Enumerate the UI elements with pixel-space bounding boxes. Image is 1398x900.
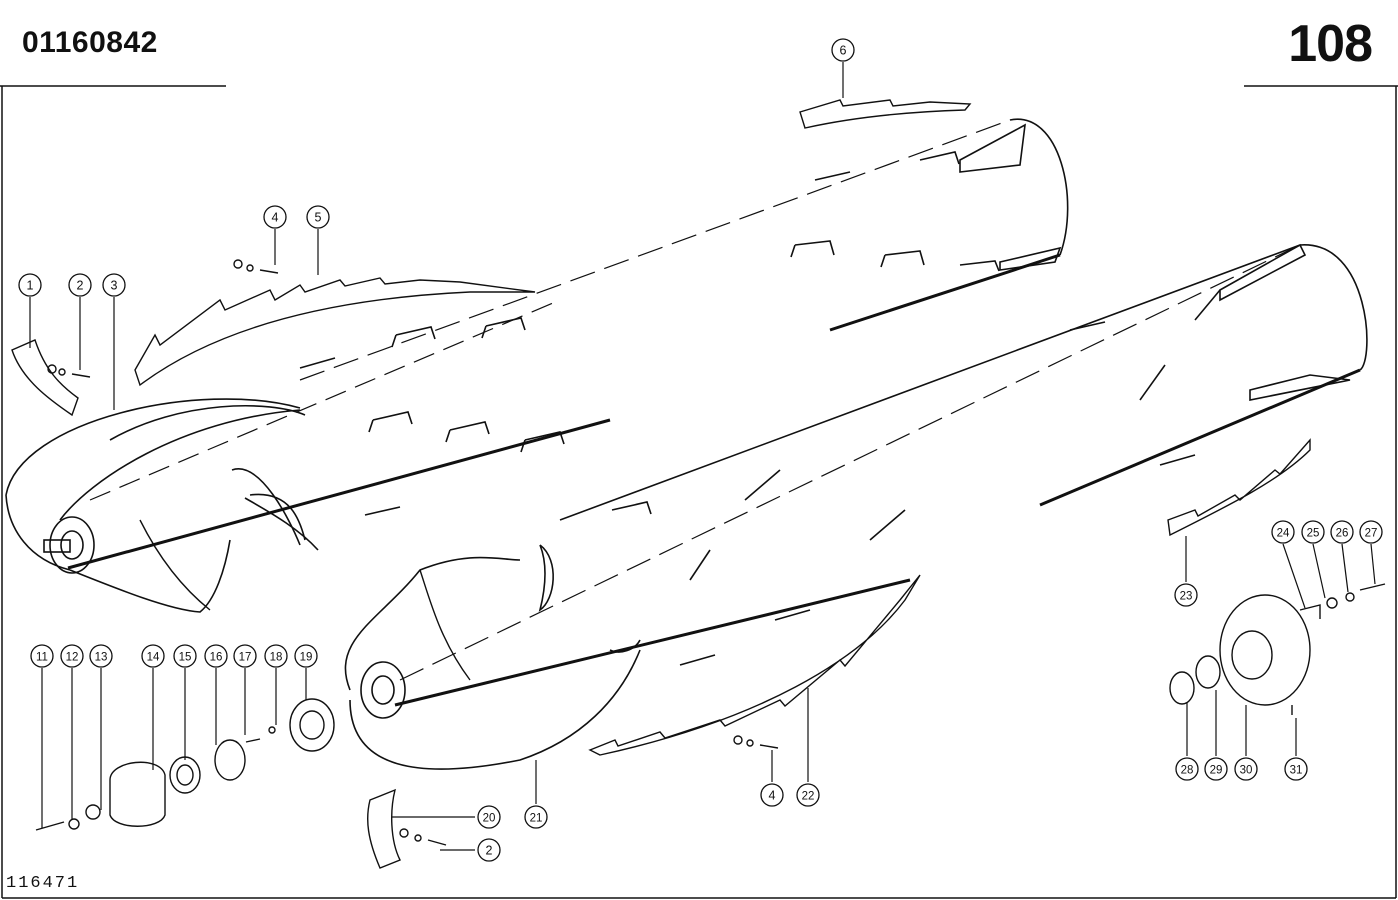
callout-c13: 13 (89, 644, 113, 668)
callout-circle (477, 805, 501, 829)
callout-circle (294, 644, 318, 668)
callout-circle (1301, 520, 1325, 544)
callout-c6: 6 (831, 38, 855, 62)
callout-circle (141, 644, 165, 668)
callout-circle (18, 273, 42, 297)
callout-c1: 1 (18, 273, 42, 297)
callout-c14: 14 (141, 644, 165, 668)
callout-c31: 31 (1284, 757, 1308, 781)
callout-label: 11 (36, 652, 48, 664)
callout-c20: 20 (477, 805, 501, 829)
callout-label: 13 (95, 652, 108, 664)
callout-label: 21 (530, 813, 543, 825)
callout-label: 15 (179, 652, 192, 664)
callout-label: 2 (77, 279, 84, 293)
callout-circle (89, 644, 113, 668)
callout-circle (204, 644, 228, 668)
callout-label: 1 (27, 279, 34, 293)
callout-c2b: 2 (477, 838, 501, 862)
callout-circle (233, 644, 257, 668)
callout-circle (30, 644, 54, 668)
callout-circle (477, 838, 501, 862)
callout-c5: 5 (306, 205, 330, 229)
figure-id: 116471 (6, 874, 80, 893)
leader-lines (29, 62, 1376, 851)
page-number: 108 (1288, 15, 1373, 73)
callout-label: 12 (66, 652, 79, 664)
callout-c12: 12 (60, 644, 84, 668)
callout-label: 24 (1277, 528, 1290, 540)
callout-circle (306, 205, 330, 229)
upper-rotor (5, 118, 1069, 613)
callout-circle (1175, 757, 1199, 781)
callout-label: 18 (270, 652, 283, 664)
callout-c23: 23 (1174, 583, 1198, 607)
callout-c4a: 4 (263, 205, 287, 229)
callout-label: 16 (210, 652, 223, 664)
callout-label: 23 (1180, 591, 1193, 603)
callout-label: 19 (300, 652, 313, 664)
callout-circle (102, 273, 126, 297)
callout-circle (264, 644, 288, 668)
callout-label: 29 (1210, 765, 1223, 777)
callout-label: 25 (1307, 528, 1320, 540)
callout-c11: 11 (30, 644, 54, 668)
callout-label: 14 (147, 652, 160, 664)
callout-c17: 17 (233, 644, 257, 668)
callout-c25: 25 (1301, 520, 1325, 544)
callout-label: 5 (315, 211, 322, 225)
callout-c18: 18 (264, 644, 288, 668)
callout-label: 20 (483, 813, 496, 825)
callout-c26: 26 (1330, 520, 1354, 544)
lower-rotor (344, 243, 1368, 770)
callout-label: 28 (1181, 765, 1194, 777)
callout-circle (1271, 520, 1295, 544)
callout-c3: 3 (102, 273, 126, 297)
callout-circle (173, 644, 197, 668)
callout-circle (68, 273, 92, 297)
document-number: 01160842 (22, 26, 158, 59)
callout-label: 2 (486, 844, 493, 858)
callout-label: 31 (1290, 765, 1303, 777)
callout-c28: 28 (1175, 757, 1199, 781)
callout-circle (1174, 583, 1198, 607)
callout-circle (1284, 757, 1308, 781)
callout-circle (1234, 757, 1258, 781)
callout-circle (263, 205, 287, 229)
callout-circle (524, 805, 548, 829)
callout-c22: 22 (796, 783, 820, 807)
callout-label: 22 (802, 791, 815, 803)
callout-c16: 16 (204, 644, 228, 668)
callout-c24: 24 (1271, 520, 1295, 544)
callout-circle (831, 38, 855, 62)
callout-circle (1330, 520, 1354, 544)
callout-c21: 21 (524, 805, 548, 829)
callout-c4b: 4 (760, 783, 784, 807)
callout-label: 4 (272, 211, 279, 225)
callout-circle (760, 783, 784, 807)
callout-c15: 15 (173, 644, 197, 668)
callout-circle (1204, 757, 1228, 781)
callout-label: 6 (840, 44, 847, 58)
callout-c27: 27 (1359, 520, 1383, 544)
callout-label: 27 (1365, 528, 1378, 540)
callout-c30: 30 (1234, 757, 1258, 781)
callout-c29: 29 (1204, 757, 1228, 781)
callout-label: 4 (769, 789, 776, 803)
callout-c19: 19 (294, 644, 318, 668)
callout-label: 3 (111, 279, 118, 293)
page-border (0, 85, 1398, 899)
callout-circle (796, 783, 820, 807)
callout-c2a: 2 (68, 273, 92, 297)
callout-circle (1359, 520, 1383, 544)
callout-label: 30 (1240, 765, 1253, 777)
callout-label: 17 (239, 652, 252, 664)
callout-circle (60, 644, 84, 668)
callout-label: 26 (1336, 528, 1349, 540)
rasp-segments (11, 99, 1311, 869)
fasteners (35, 259, 1386, 846)
